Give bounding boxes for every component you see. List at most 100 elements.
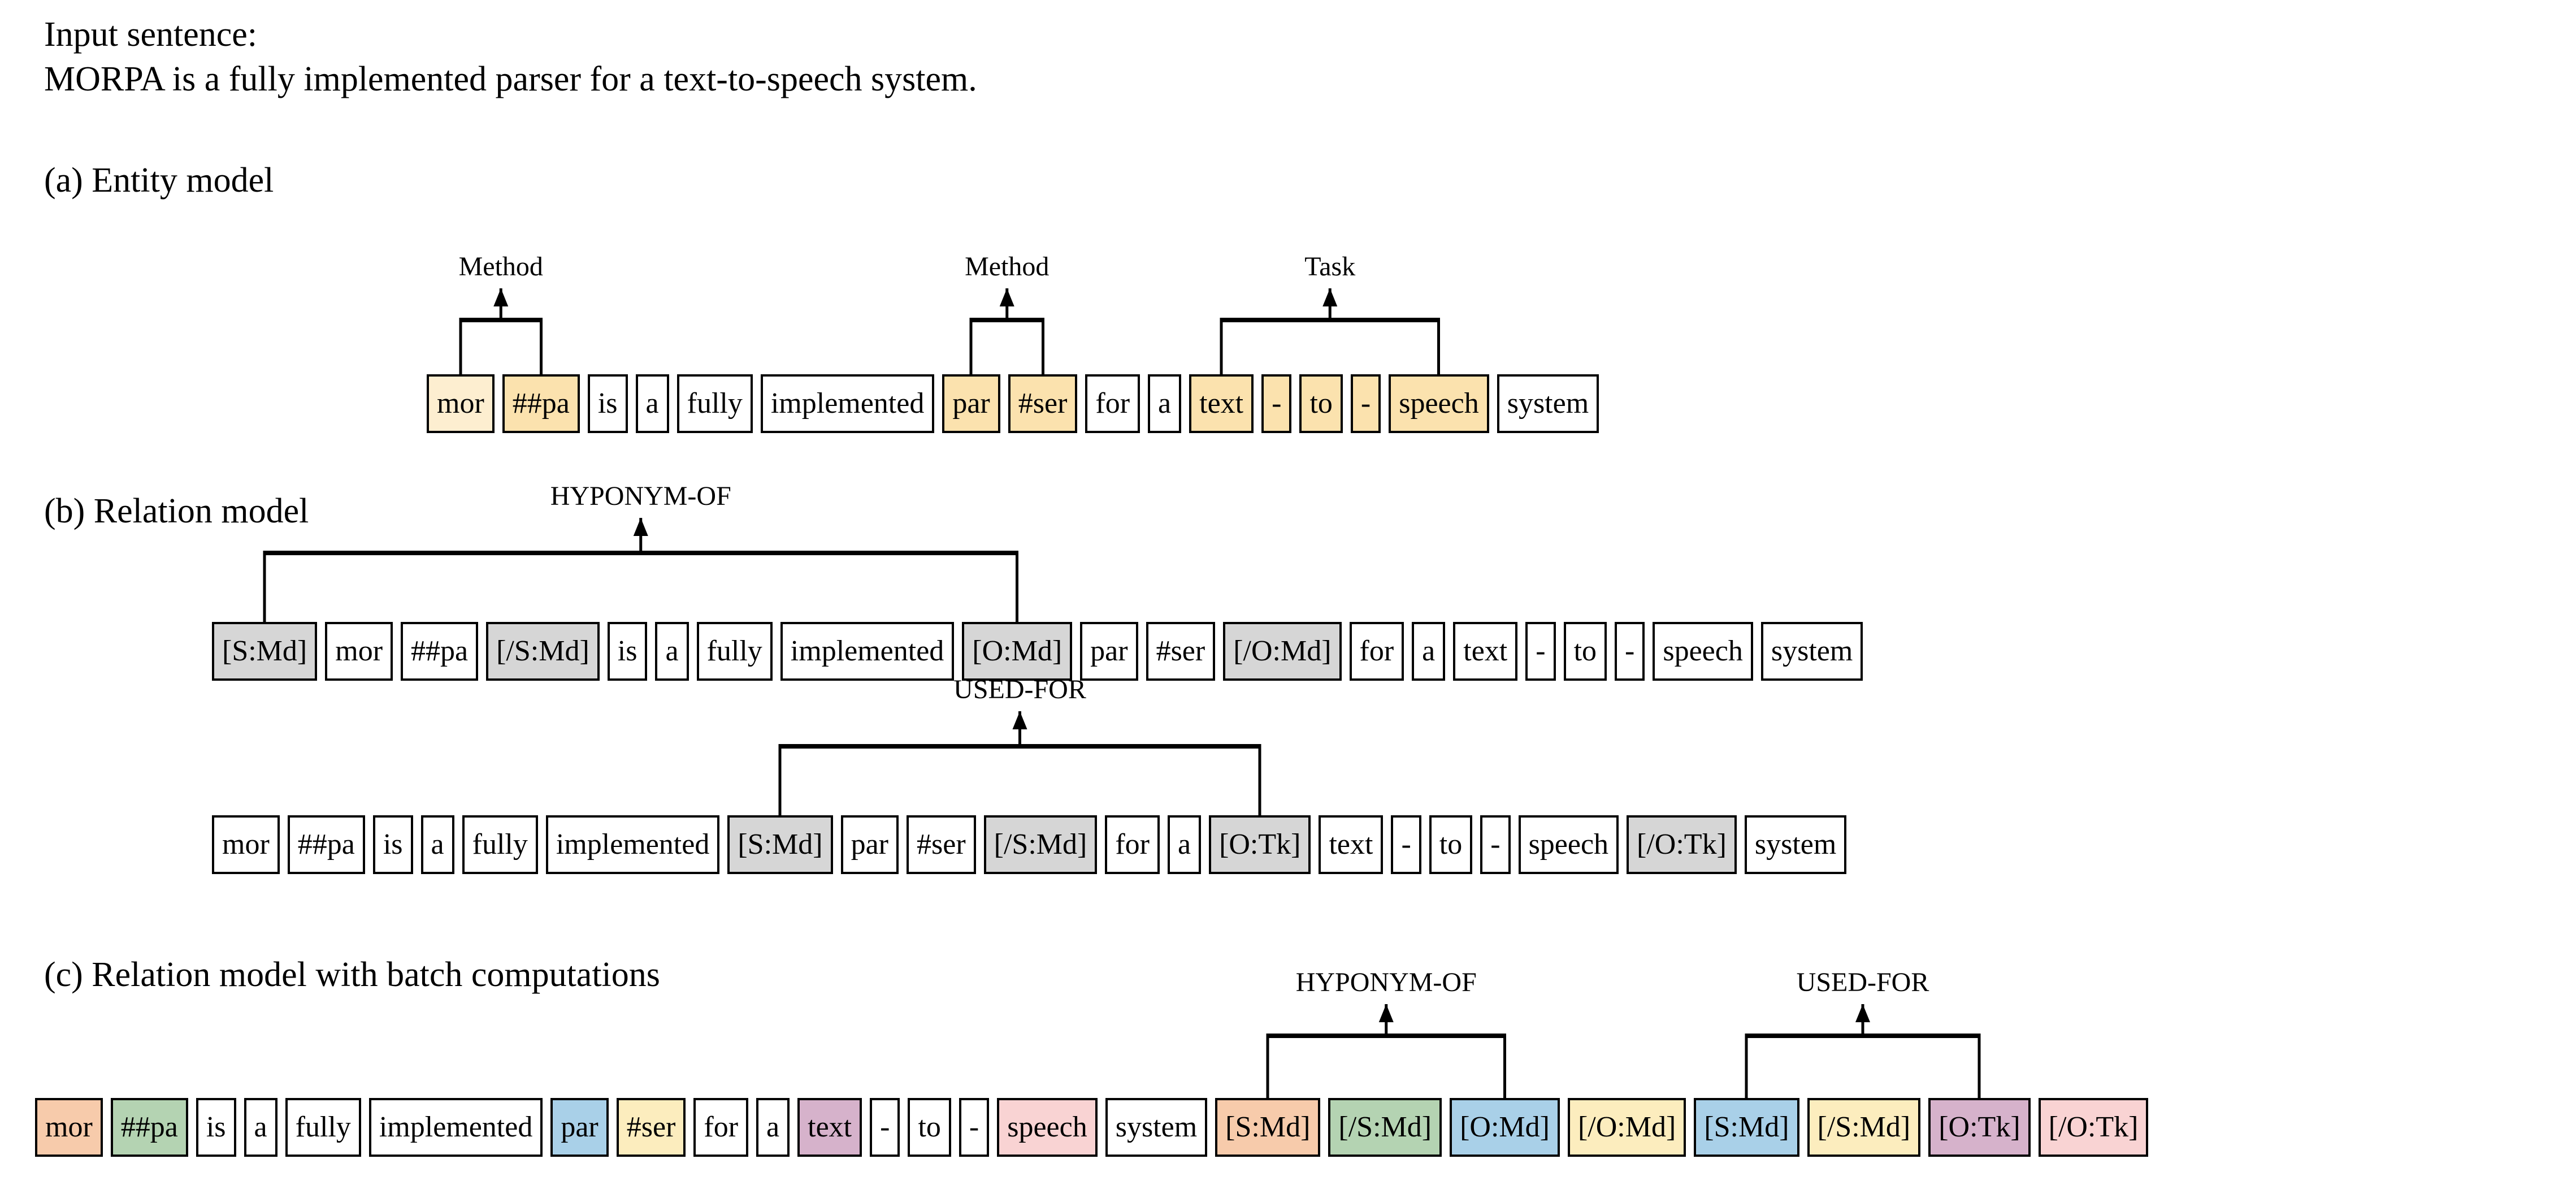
batch-model-token: par: [550, 1098, 609, 1157]
relation-model-hyponym-token: [/S:Md]: [486, 622, 600, 681]
relation-model-hyponym-token: -: [1615, 622, 1645, 681]
relation-model-usedfor-token: system: [1744, 815, 1847, 874]
relation-model-hyponym-token: implemented: [780, 622, 955, 681]
batch-span-0-label: HYPONYM-OF: [1295, 967, 1477, 997]
batch-span-1-label: USED-FOR: [1796, 967, 1929, 997]
batch-model-token: [O:Md]: [1450, 1098, 1560, 1157]
relation-model-hyponym-token: a: [655, 622, 689, 681]
relation-model-hyponym-token: mor: [325, 622, 393, 681]
relation-model-hyponym-token: speech: [1653, 622, 1753, 681]
entity-model-token: #ser: [1008, 374, 1078, 433]
batch-model-token: [S:Md]: [1694, 1098, 1799, 1157]
batch-model-token: is: [196, 1098, 236, 1157]
arrow-head-icon: [1012, 711, 1027, 729]
entity-span-2-label: Task: [1304, 252, 1356, 282]
batch-model-token: [/S:Md]: [1328, 1098, 1442, 1157]
relation-model-hyponym-token: fully: [696, 622, 773, 681]
relation-model-hyponym-token: system: [1760, 622, 1863, 681]
relation-model-hyponym-token: text: [1453, 622, 1518, 681]
relation-model-hyponym-token: #ser: [1146, 622, 1216, 681]
relation-model-usedfor-token: a: [420, 815, 454, 874]
batch-model-token: [/S:Md]: [1807, 1098, 1921, 1157]
entity-model-token: for: [1085, 374, 1140, 433]
relation-model-usedfor-token: to: [1429, 815, 1473, 874]
relation-model-usedfor-token: par: [840, 815, 899, 874]
relation-model-hyponym-token: for: [1349, 622, 1404, 681]
relation-model-usedfor-token: for: [1105, 815, 1160, 874]
relation-span-1-label: USED-FOR: [953, 675, 1086, 704]
relation-model-usedfor-token: [/O:Tk]: [1627, 815, 1737, 874]
batch-model-token: for: [693, 1098, 749, 1157]
entity-model-token: ##pa: [502, 374, 580, 433]
relation-model-usedfor-token: -: [1480, 815, 1511, 874]
batch-model-token: [/O:Md]: [1567, 1098, 1686, 1157]
entity-model-token: to: [1299, 374, 1343, 433]
relation-model-hyponym-token: to: [1563, 622, 1607, 681]
entity-model-token: system: [1497, 374, 1599, 433]
batch-model-token: fully: [285, 1098, 361, 1157]
relation-model-usedfor-token: speech: [1518, 815, 1619, 874]
relation-model-usedfor-token: #ser: [907, 815, 976, 874]
relation-span-0-label: HYPONYM-OF: [550, 481, 731, 511]
entity-model-token: is: [587, 374, 628, 433]
input-sentence-block: Input sentence: MORPA is a fully impleme…: [44, 12, 977, 102]
arrow-head-icon: [1855, 1004, 1870, 1022]
batch-model-token: text: [797, 1098, 862, 1157]
arrow-head-icon: [999, 288, 1014, 306]
section-heading-entity-model: (a) Entity model: [44, 161, 274, 200]
batch-model-token: system: [1105, 1098, 1208, 1157]
relation-model-usedfor-token: [S:Md]: [727, 815, 833, 874]
relation-model-hyponym-token: par: [1080, 622, 1138, 681]
entity-model-token: mor: [427, 374, 495, 433]
relation-model-usedfor-token: text: [1319, 815, 1384, 874]
arrow-head-icon: [633, 518, 648, 536]
relation-model-hyponym-token: [/O:Md]: [1223, 622, 1342, 681]
relation-model-hyponym-token: a: [1412, 622, 1446, 681]
batch-model-token: mor: [35, 1098, 103, 1157]
batch-model-token: #ser: [616, 1098, 686, 1157]
relation-model-usedfor-token: ##pa: [287, 815, 365, 874]
batch-model-token: a: [756, 1098, 790, 1157]
relation-model-hyponym-token: ##pa: [401, 622, 479, 681]
relation-model-hyponym-token: -: [1525, 622, 1556, 681]
batch-model-token: -: [959, 1098, 990, 1157]
relation-model-usedfor-token: is: [372, 815, 413, 874]
relation-model-hyponym-token: is: [607, 622, 648, 681]
entity-model-token: text: [1189, 374, 1254, 433]
entity-model-token: fully: [676, 374, 753, 433]
arrow-head-icon: [493, 288, 509, 306]
entity-span-1-label: Method: [965, 252, 1050, 282]
input-sentence-text: MORPA is a fully implemented parser for …: [44, 60, 977, 99]
batch-model-token: -: [870, 1098, 900, 1157]
relation-model-hyponym-token: [O:Md]: [962, 622, 1073, 681]
section-heading-relation-model: (b) Relation model: [44, 492, 309, 530]
batch-model-token: to: [908, 1098, 951, 1157]
relation-model-usedfor-token: [O:Tk]: [1209, 815, 1311, 874]
entity-model-token: speech: [1389, 374, 1489, 433]
batch-model-token: speech: [997, 1098, 1098, 1157]
arrow-head-icon: [1322, 288, 1338, 306]
arrow-head-icon: [1378, 1004, 1394, 1022]
section-heading-batch-relation-model: (c) Relation model with batch computatio…: [44, 955, 660, 994]
entity-model-token: par: [942, 374, 1000, 433]
entity-model-token: a: [1148, 374, 1182, 433]
relation-model-usedfor-token: -: [1391, 815, 1421, 874]
entity-model-token: -: [1261, 374, 1292, 433]
entity-model-token: -: [1350, 374, 1381, 433]
batch-model-token: [/O:Tk]: [2038, 1098, 2149, 1157]
relation-model-hyponym-token: [S:Md]: [212, 622, 318, 681]
relation-model-usedfor-token: implemented: [545, 815, 720, 874]
batch-model-token: [O:Tk]: [1928, 1098, 2031, 1157]
batch-model-token: [S:Md]: [1215, 1098, 1321, 1157]
relation-model-usedfor-token: fully: [462, 815, 538, 874]
batch-model-token: implemented: [368, 1098, 543, 1157]
entity-model-token: implemented: [760, 374, 935, 433]
relation-model-usedfor-token: a: [1167, 815, 1202, 874]
entity-model-token: a: [635, 374, 669, 433]
batch-model-token: a: [244, 1098, 277, 1157]
